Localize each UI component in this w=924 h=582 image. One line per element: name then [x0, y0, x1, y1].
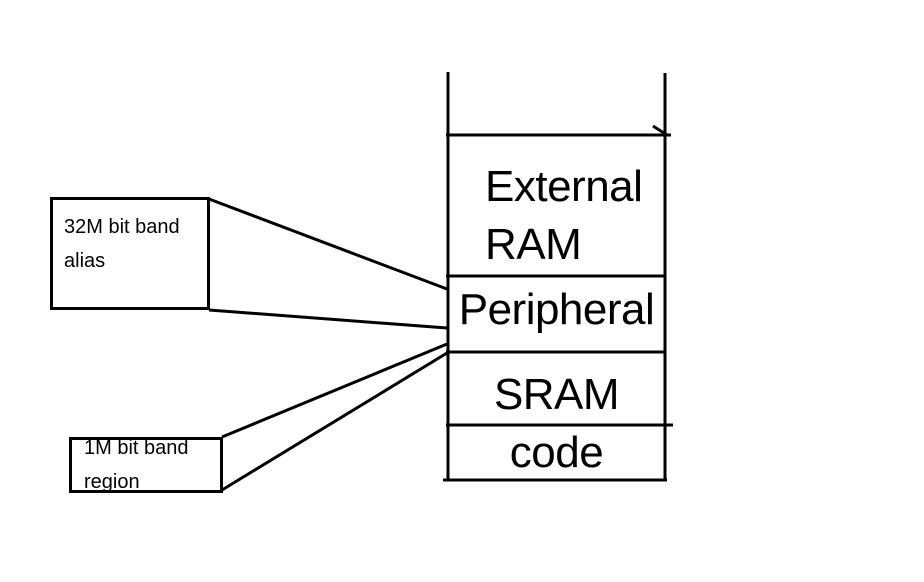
segment-label-code: code: [509, 428, 604, 477]
segment-label-sram: SRAM: [493, 370, 620, 419]
alias-top-connector-line: [208, 197, 448, 291]
bit-band-region-label-line2: region: [84, 471, 140, 493]
segment-label-external-ram-line1: External: [485, 162, 643, 211]
segment-label-external-ram-line2: RAM: [485, 220, 582, 269]
region-top-connector-line: [221, 342, 448, 439]
segment-label-external-ram: External RAM: [485, 158, 643, 274]
bit-band-alias-label: 32M bit band alias: [64, 210, 180, 278]
bit-band-region-label-line1: 1M bit band: [84, 437, 189, 459]
bit-band-region-label: 1M bit band region: [84, 431, 189, 499]
bit-band-alias-label-line1: 32M bit band: [64, 216, 180, 238]
bit-band-alias-box: [50, 197, 210, 310]
alias-bottom-connector-line: [208, 308, 448, 330]
region-bottom-connector-line: [221, 351, 448, 492]
column-top-corner-tick: [652, 124, 668, 137]
bit-band-region-box: [69, 437, 223, 493]
bit-band-alias-label-line2: alias: [64, 250, 106, 272]
segment-label-peripheral: Peripheral: [458, 285, 655, 334]
